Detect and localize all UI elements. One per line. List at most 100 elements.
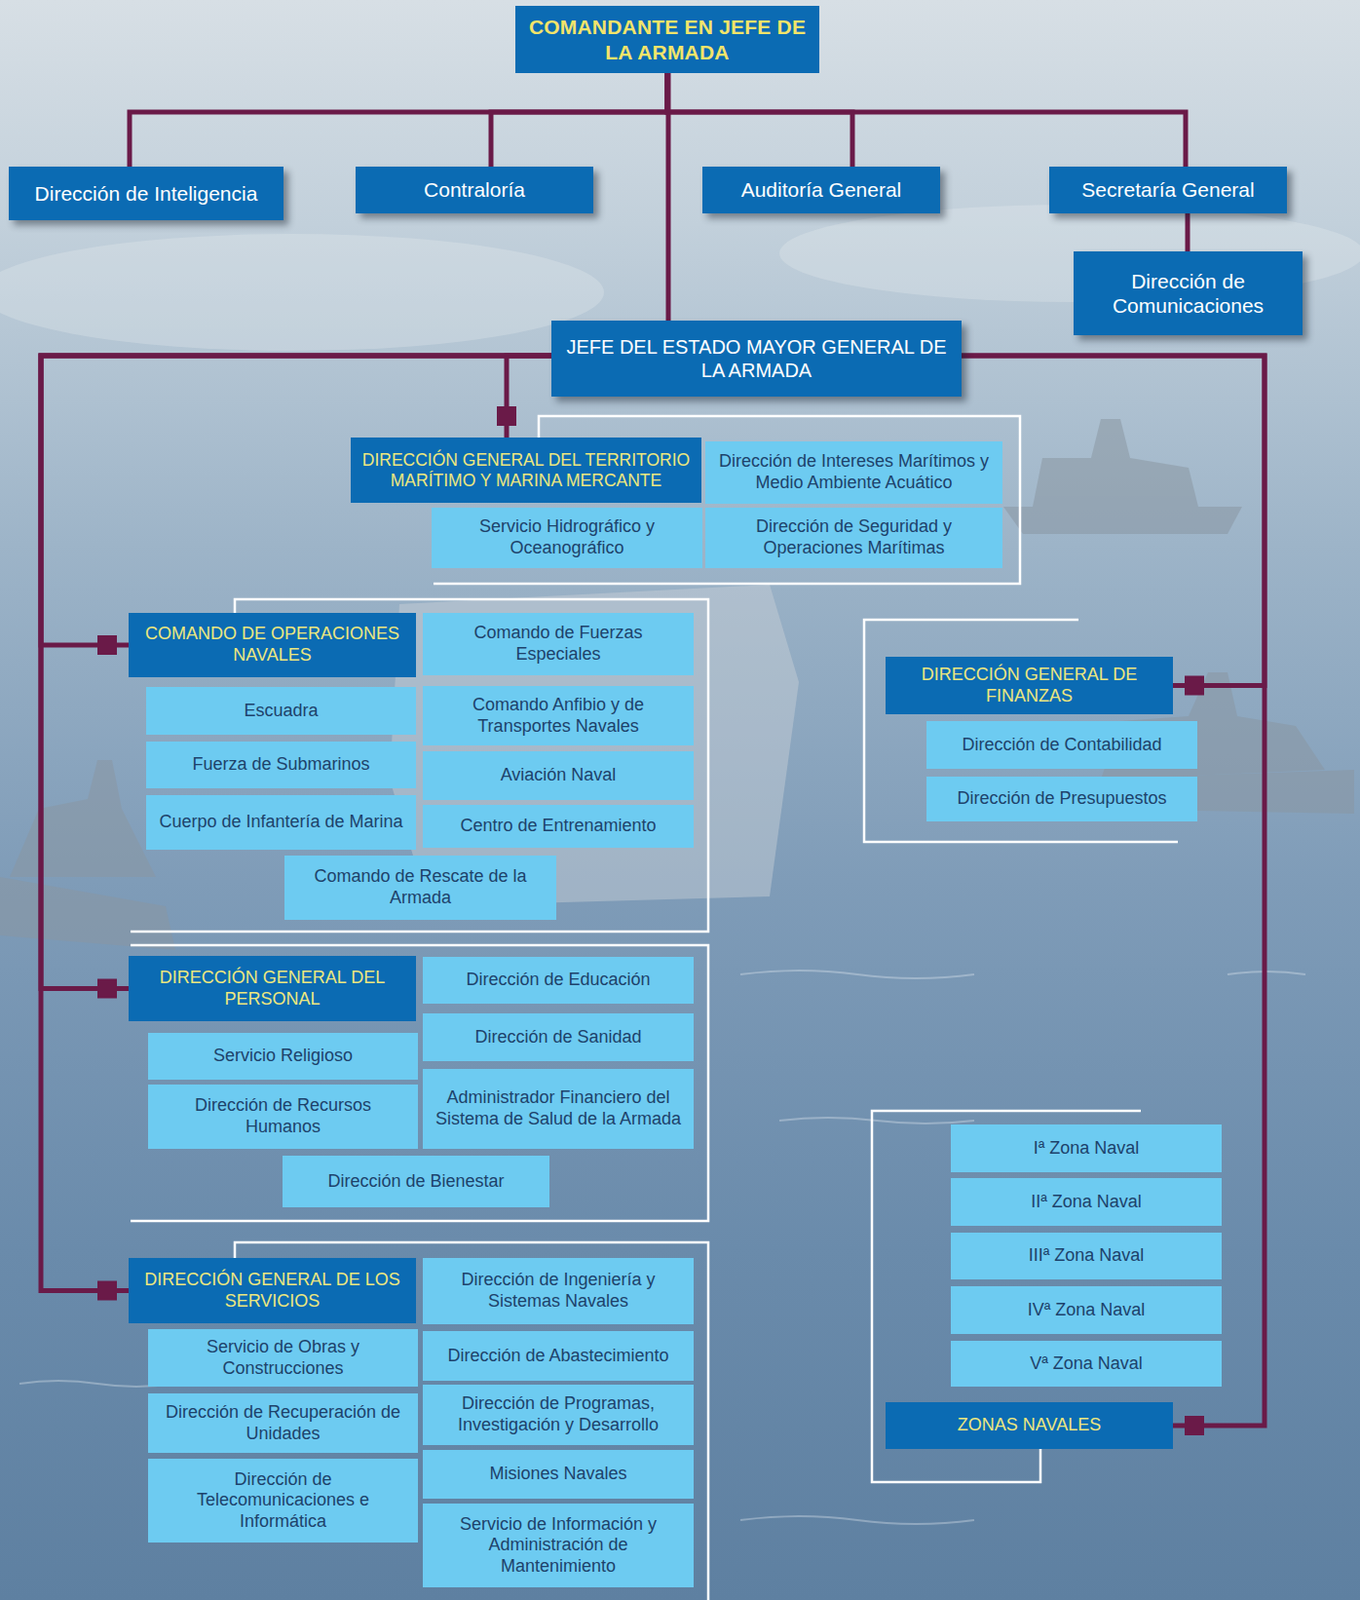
- connector-square: [97, 635, 117, 655]
- staff-box: Dirección de Inteligencia: [8, 166, 284, 221]
- box-label: Comando de Rescate de la Armada: [292, 866, 549, 908]
- connector-line: [129, 73, 668, 167]
- box-label: Vª Zona Naval: [1029, 1353, 1143, 1375]
- staff-box: Contraloría: [355, 166, 594, 214]
- connector-square: [1184, 676, 1205, 696]
- staff-box: Dirección de Comunicaciones: [1073, 251, 1303, 336]
- connector-line: [667, 73, 1186, 167]
- connector-line: [667, 73, 853, 167]
- unit-box: Dirección de Seguridad y Operaciones Mar…: [705, 507, 1003, 568]
- unit-box: Fuerza de Submarinos: [146, 741, 416, 789]
- unit-box: Dirección de Ingeniería y Sistemas Naval…: [422, 1257, 694, 1324]
- org-connector: [1187, 213, 1189, 252]
- directorate-header: DIRECCIÓN GENERAL DE LOS SERVICIOS: [128, 1257, 416, 1323]
- box-label: Administrador Financiero del Sistema de …: [430, 1087, 686, 1130]
- box-label: COMANDANTE EN JEFE DE LA ARMADA: [523, 14, 812, 64]
- box-label: JEFE DEL ESTADO MAYOR GENERAL DE LA ARMA…: [559, 335, 954, 382]
- unit-box: Comando Anfibio y de Transportes Navales: [422, 685, 694, 746]
- box-label: Escuadra: [243, 700, 318, 722]
- box-label: COMANDO DE OPERACIONES NAVALES: [136, 623, 409, 666]
- box-label: DIRECCIÓN GENERAL DEL PERSONAL: [136, 967, 409, 1010]
- box-label: Dirección de Programas, Investigación y …: [430, 1393, 686, 1436]
- unit-box: IVª Zona Naval: [950, 1285, 1222, 1334]
- box-label: Cuerpo de Infantería de Marina: [158, 811, 403, 833]
- unit-box: IIª Zona Naval: [950, 1177, 1222, 1226]
- directorate-header: ZONAS NAVALES: [885, 1401, 1173, 1449]
- box-label: Auditoría General: [741, 177, 903, 202]
- org-connector: [496, 355, 552, 438]
- unit-box: Comando de Rescate de la Armada: [284, 855, 557, 920]
- connector-square: [97, 1281, 117, 1301]
- box-label: DIRECCIÓN GENERAL DE FINANZAS: [893, 664, 1166, 707]
- box-label: Misiones Navales: [489, 1463, 627, 1485]
- box-label: Dirección de Seguridad y Operaciones Mar…: [713, 516, 995, 559]
- box-label: Dirección de Recuperación de Unidades: [155, 1401, 411, 1444]
- unit-box: Dirección de Recursos Humanos: [148, 1084, 418, 1149]
- connector-square: [1184, 1415, 1205, 1436]
- unit-box: Comando de Fuerzas Especiales: [422, 612, 694, 676]
- box-label: Dirección de Intereses Marítimos y Medio…: [713, 451, 995, 493]
- box-label: DIRECCIÓN GENERAL DE LOS SERVICIOS: [136, 1269, 409, 1312]
- org-connector: [668, 73, 670, 321]
- box-label: Dirección de Ingeniería y Sistemas Naval…: [430, 1269, 686, 1312]
- box-label: Dirección de Presupuestos: [956, 788, 1167, 810]
- box-label: Dirección de Sanidad: [474, 1026, 642, 1049]
- unit-box: Iª Zona Naval: [950, 1124, 1222, 1172]
- unit-box: Vª Zona Naval: [950, 1340, 1222, 1387]
- connector-line: [1185, 213, 1191, 252]
- unit-box: Dirección de Contabilidad: [926, 720, 1198, 769]
- box-label: Servicio Hidrográfico y Oceanográfico: [439, 516, 695, 559]
- box-label: Dirección de Bienestar: [327, 1171, 504, 1193]
- box-label: DIRECCIÓN GENERAL DEL TERRITORIO MARÍTIM…: [358, 450, 694, 492]
- group-frame: [130, 944, 709, 1221]
- connector-line: [666, 73, 672, 321]
- unit-box: Dirección de Bienestar: [282, 1155, 550, 1208]
- box-label: Dirección de Contabilidad: [961, 734, 1162, 756]
- unit-box: Dirección de Presupuestos: [926, 776, 1198, 822]
- unit-box: IIIª Zona Naval: [950, 1232, 1222, 1280]
- box-label: Dirección de Abastecimiento: [447, 1345, 669, 1367]
- box-label: Aviación Naval: [500, 764, 617, 787]
- unit-box: Servicio Hidrográfico y Oceanográfico: [431, 507, 703, 568]
- box-label: IIIª Zona Naval: [1028, 1245, 1145, 1267]
- chief-of-staff-box: JEFE DEL ESTADO MAYOR GENERAL DE LA ARMA…: [551, 320, 962, 397]
- connector-line: [961, 355, 1265, 686]
- box-label: Contraloría: [423, 177, 526, 202]
- unit-box: Dirección de Recuperación de Unidades: [148, 1393, 418, 1453]
- unit-box: Aviación Naval: [422, 751, 694, 800]
- org-connector: [961, 355, 1265, 696]
- org-connector: [667, 73, 853, 167]
- box-label: IIª Zona Naval: [1030, 1191, 1142, 1213]
- unit-box: Servicio de Información y Administración…: [422, 1503, 694, 1587]
- unit-box: Dirección de Intereses Marítimos y Medio…: [705, 441, 1003, 504]
- unit-box: Centro de Entrenamiento: [422, 804, 694, 848]
- box-label: Dirección de Recursos Humanos: [155, 1095, 411, 1137]
- box-label: Iª Zona Naval: [1033, 1137, 1140, 1160]
- org-connector: [129, 73, 668, 167]
- commander-box: COMANDANTE EN JEFE DE LA ARMADA: [515, 5, 820, 74]
- box-label: Dirección de Inteligencia: [35, 181, 259, 206]
- box-label: Fuerza de Submarinos: [191, 754, 370, 776]
- unit-box: Escuadra: [146, 686, 416, 735]
- unit-box: Administrador Financiero del Sistema de …: [422, 1068, 694, 1149]
- org-connector: [491, 73, 668, 167]
- box-label: Centro de Entrenamiento: [459, 815, 656, 837]
- box-label: Servicio Religioso: [213, 1045, 353, 1067]
- directorate-header: DIRECCIÓN GENERAL DEL PERSONAL: [128, 955, 416, 1021]
- box-label: IVª Zona Naval: [1027, 1299, 1146, 1322]
- org-connector: [667, 73, 1186, 167]
- staff-box: Secretaría General: [1049, 166, 1287, 214]
- box-label: Dirección de Comunicaciones: [1081, 268, 1295, 318]
- box-label: Servicio de Obras y Construcciones: [155, 1336, 411, 1379]
- unit-box: Dirección de Telecomunicaciones e Inform…: [148, 1458, 418, 1543]
- directorate-header: DIRECCIÓN GENERAL DE FINANZAS: [885, 656, 1173, 715]
- unit-box: Servicio Religioso: [148, 1032, 418, 1080]
- unit-box: Dirección de Educación: [422, 956, 694, 1004]
- directorate-header: COMANDO DE OPERACIONES NAVALES: [128, 612, 416, 678]
- unit-box: Dirección de Programas, Investigación y …: [422, 1384, 694, 1445]
- unit-box: Cuerpo de Infantería de Marina: [146, 794, 416, 850]
- unit-box: Dirección de Sanidad: [422, 1013, 694, 1061]
- box-label: Servicio de Información y Administración…: [430, 1513, 686, 1578]
